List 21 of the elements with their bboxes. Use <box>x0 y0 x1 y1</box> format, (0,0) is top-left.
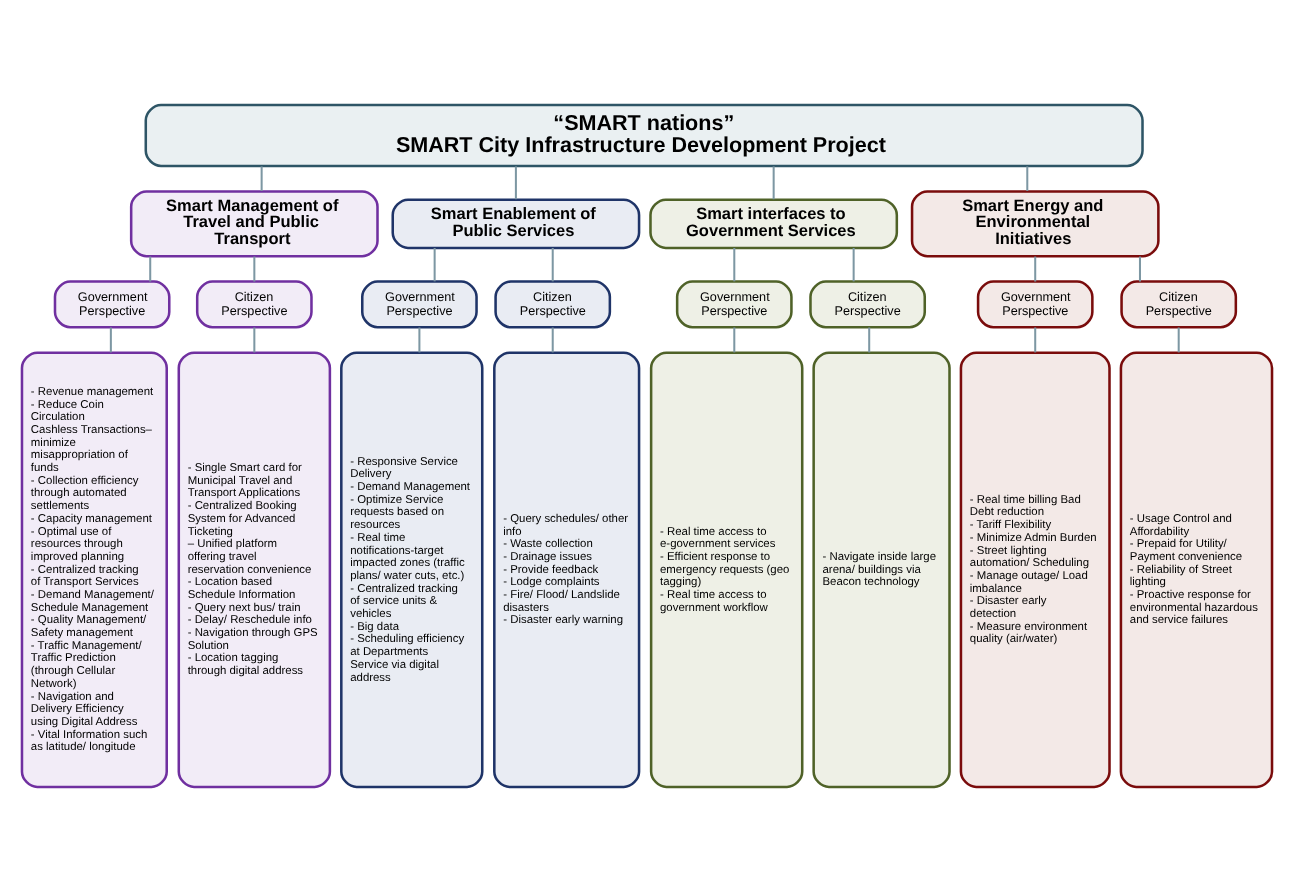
connector <box>733 248 736 282</box>
connector <box>1138 256 1141 282</box>
connector <box>551 327 554 353</box>
connector <box>433 248 436 282</box>
connector <box>551 248 554 282</box>
connector <box>772 166 775 200</box>
connector <box>109 327 112 353</box>
connector <box>149 256 152 282</box>
connector <box>514 166 517 200</box>
connector <box>260 166 263 191</box>
connector <box>1034 327 1037 353</box>
connector <box>733 327 736 353</box>
connector <box>1026 166 1029 191</box>
connector <box>418 327 421 353</box>
node-box: “SMART nations” SMART City Infrastructure Development Project <box>144 103 1144 168</box>
connector <box>868 327 871 353</box>
connector <box>253 256 256 282</box>
connector <box>1034 256 1037 282</box>
connector <box>253 327 256 353</box>
connector <box>852 248 855 282</box>
connector <box>1177 327 1180 353</box>
